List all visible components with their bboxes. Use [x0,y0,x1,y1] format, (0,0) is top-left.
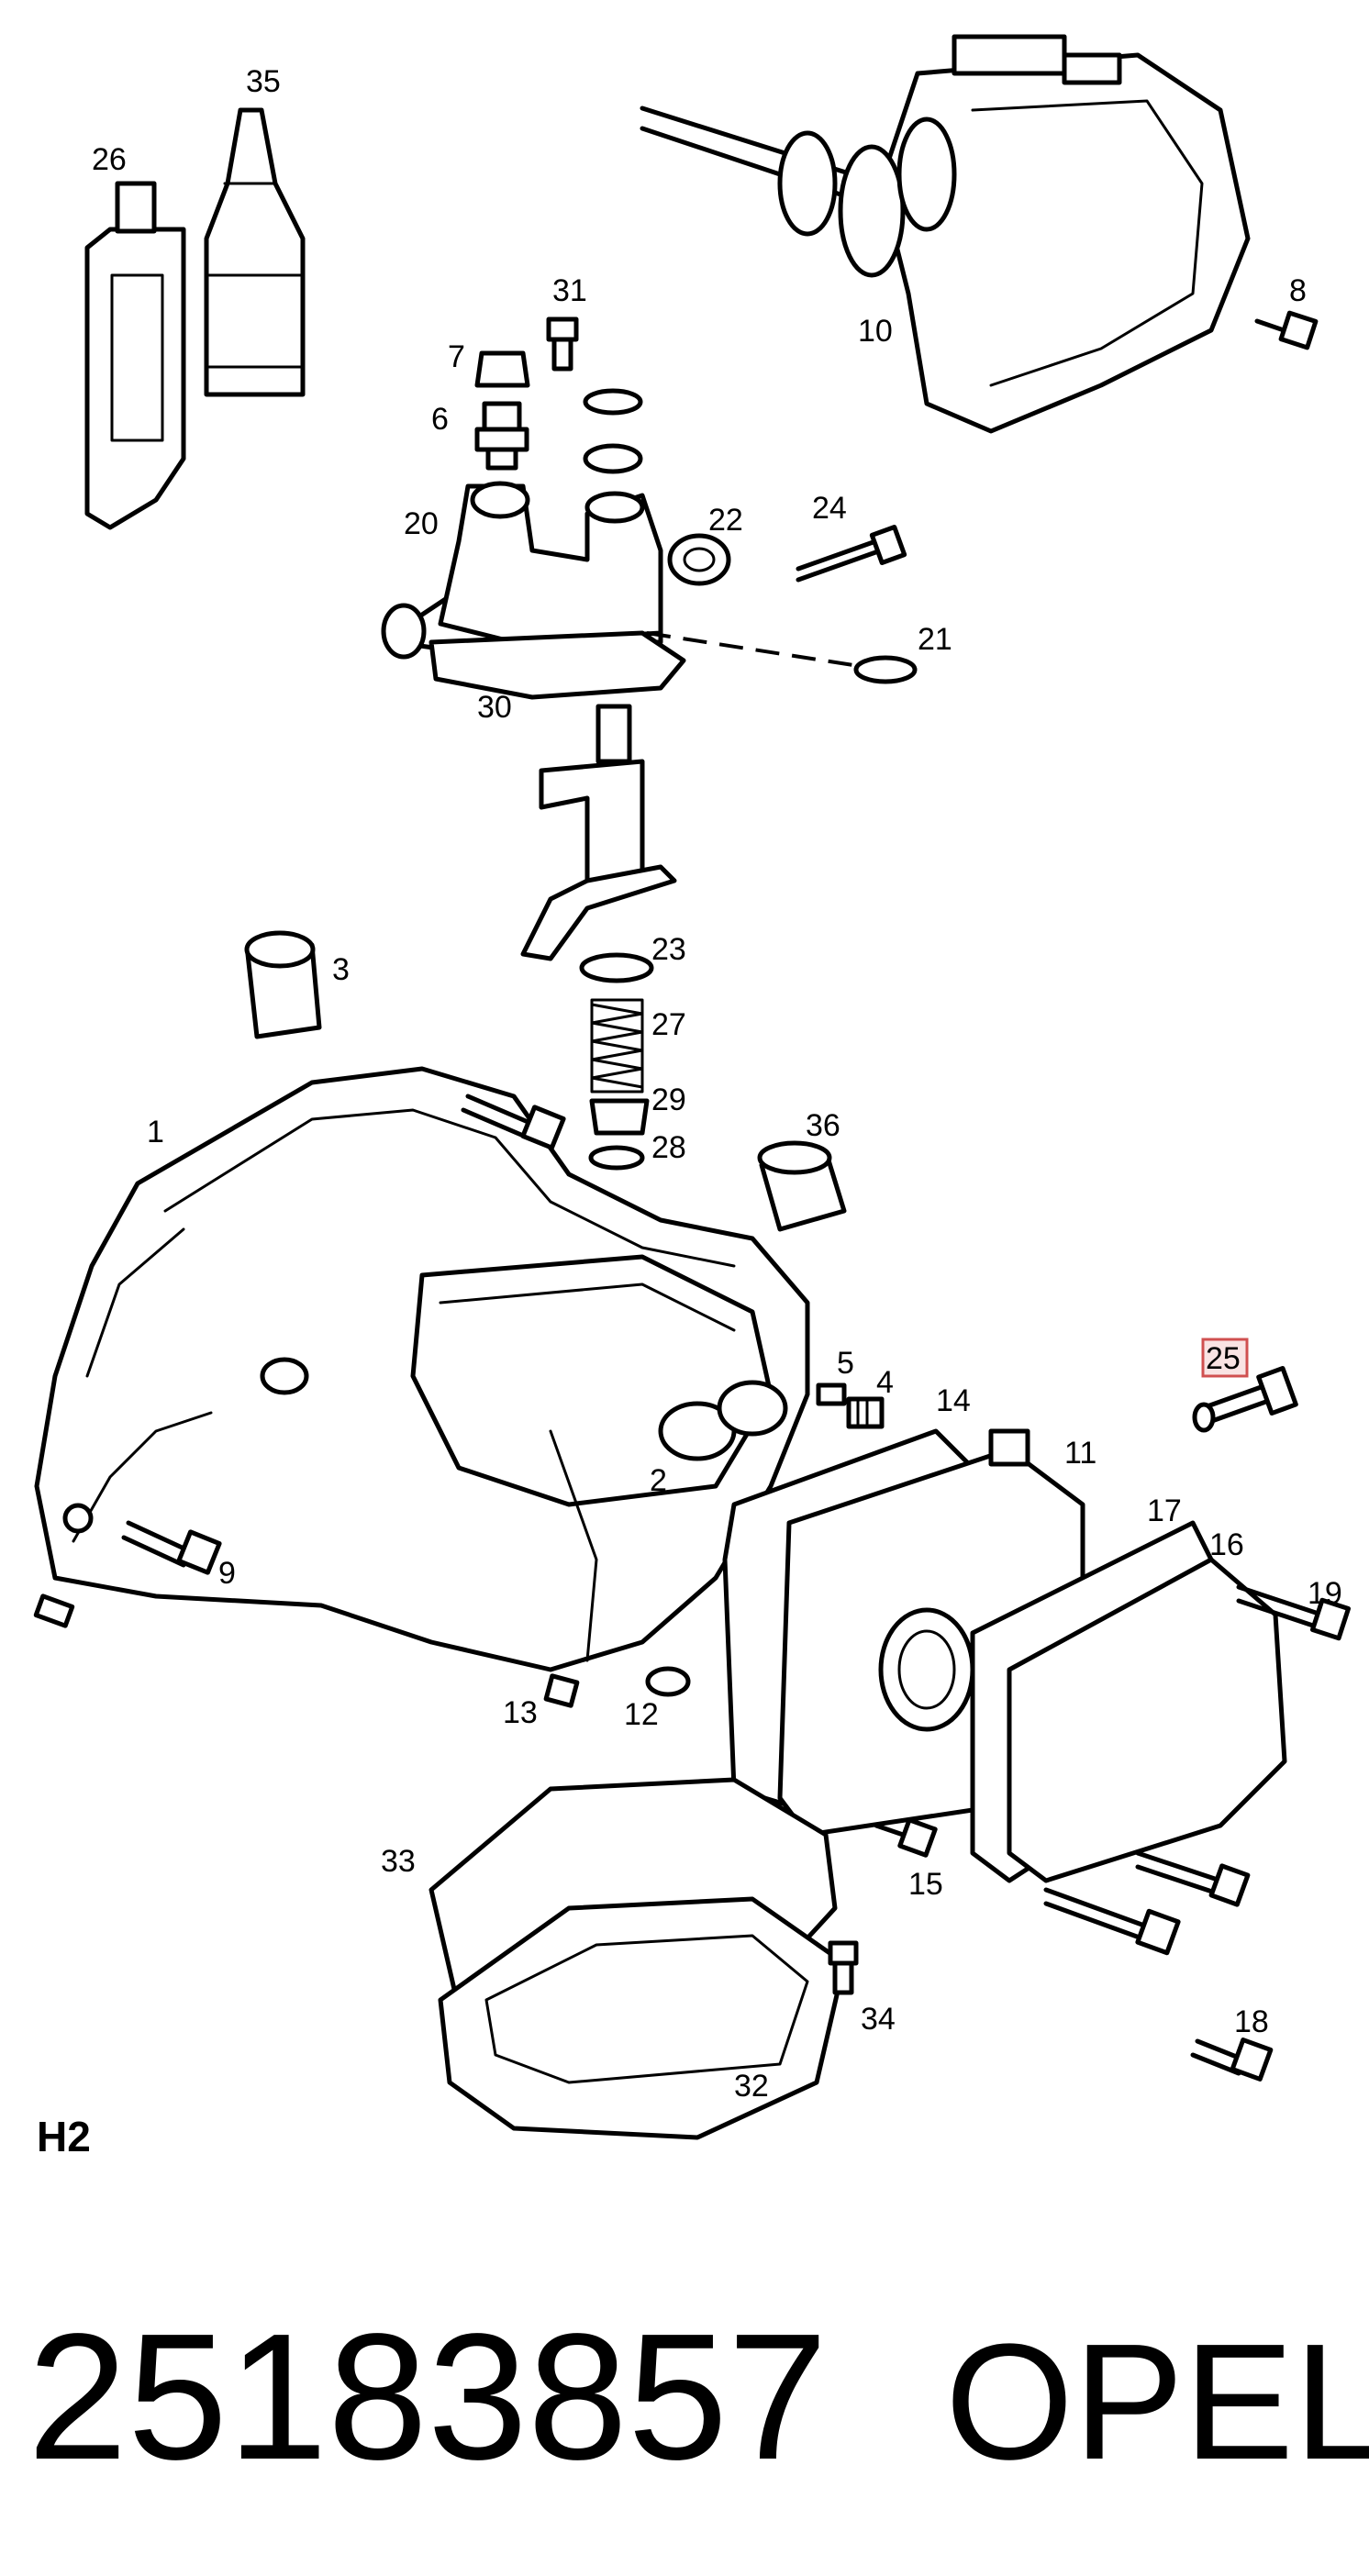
callout-16: 16 [1209,1527,1244,1562]
callout-10: 10 [858,314,893,349]
cover-bolt-long [1043,1887,1181,1956]
part-23-washer [579,952,654,983]
callout-29: 29 [651,1083,686,1117]
part-32-oil-pan [438,1896,847,2140]
callout-25: 25 [1206,1341,1241,1376]
callout-5: 5 [837,1346,854,1381]
callout-9: 9 [218,1556,236,1591]
part-1-transmission-housing [34,1066,810,1672]
callout-2: 2 [650,1463,667,1498]
callout-3: 3 [332,952,350,987]
callout-26: 26 [92,142,127,177]
dowel-pin [33,1593,75,1628]
callout-32: 32 [734,2069,769,2104]
callout-7: 7 [448,339,465,374]
part-22-seal [667,533,731,586]
callout-23: 23 [651,932,686,967]
part-7-cap [474,350,530,388]
part-19-bolt [1236,1584,1352,1641]
callout-36: 36 [806,1108,840,1143]
callout-35: 35 [246,64,281,99]
part-36-sleeve [757,1140,847,1232]
part-8-bolt [1254,310,1319,350]
callout-4: 4 [876,1365,894,1400]
cover-bolt-short [1135,1850,1251,1907]
callout-25-highlight [1201,1338,1249,1378]
callout-34: 34 [861,2002,896,2037]
part-30-gasket [429,630,686,700]
callout-21: 21 [918,622,952,657]
callout-11: 11 [1064,1436,1096,1471]
part-26-sealant-tube [84,181,186,530]
callout-28: 28 [651,1130,686,1165]
part-4-plug [846,1396,885,1429]
washer-disc [583,388,643,416]
callout-20: 20 [404,506,439,541]
callout-27: 27 [651,1007,686,1042]
callout-15: 15 [908,1867,943,1902]
part-12-plug [645,1666,691,1697]
part-20-shift-housing [381,481,663,660]
callout-30: 30 [477,690,512,725]
part-5-pin [816,1382,847,1406]
part-3-bushing [244,930,322,1039]
section-label: H2 [37,2113,91,2160]
part-27-spring [590,998,644,1094]
part-29-sleeve [589,1098,650,1136]
callout-19: 19 [1308,1576,1342,1611]
callout-18: 18 [1234,2004,1269,2039]
part-35-adhesive-bottle [204,107,306,397]
callout-22: 22 [708,503,743,538]
part-6-plug [474,401,529,471]
part-9-bolt [121,1520,222,1575]
shift-shaft-fork [520,704,677,961]
callout-6: 6 [431,402,449,437]
part-25-bolt [1192,1365,1298,1433]
part-21-washer [853,655,918,684]
part-24-pin [796,525,907,583]
callout-1: 1 [147,1115,164,1149]
callout-13: 13 [503,1695,538,1730]
part-31-screw [546,316,579,372]
part-34-screw [828,1940,859,1995]
part-16-cover [1007,1557,1287,1883]
callout-33: 33 [381,1844,416,1879]
part-28-ring [588,1145,645,1171]
callout-14: 14 [936,1383,971,1418]
callout-8: 8 [1289,273,1307,308]
part-13-dowel [543,1673,580,1708]
callout-12: 12 [624,1697,659,1732]
housing-bolt-upper [461,1094,566,1150]
part-10-gear-assembly [640,34,1251,434]
brand-name: OPEL [945,2310,1369,2494]
callout-31: 31 [552,273,587,308]
part-18-bolt [1190,2037,1274,2082]
callout-17: 17 [1147,1493,1182,1528]
callout-24: 24 [812,491,847,526]
snap-ring [583,443,643,474]
part-number: 25183857 [28,2296,828,2497]
part-15-bolt [874,1817,938,1858]
